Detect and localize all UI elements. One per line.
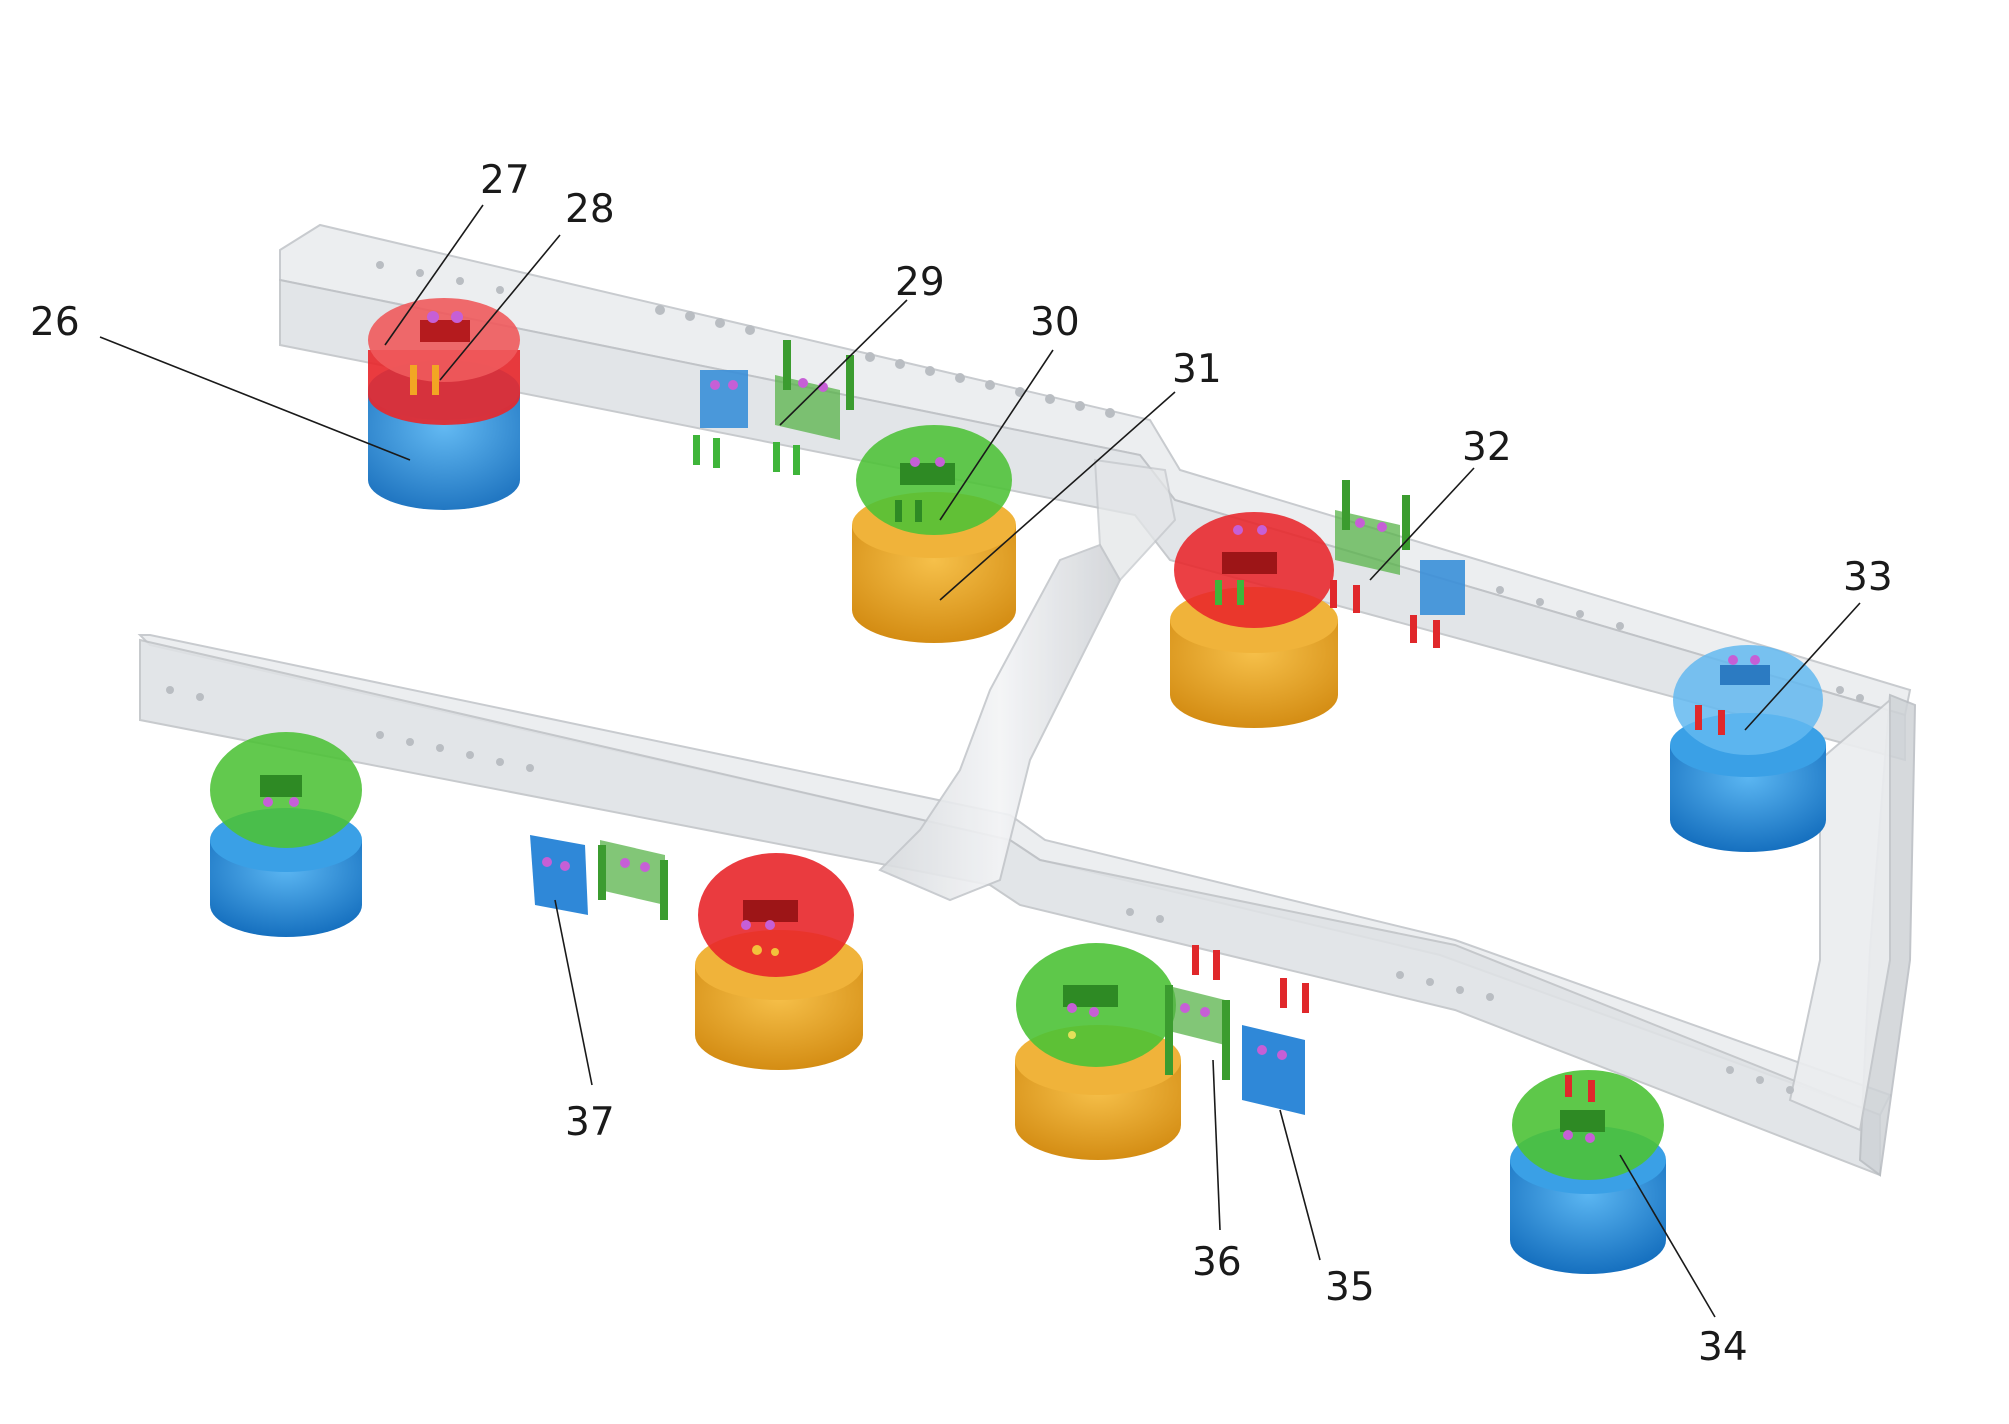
callout-26: 26 [30,300,80,345]
fixture-green-orange-front-right [1015,943,1181,1160]
leader-33 [1744,602,1861,731]
leader-34 [1619,1154,1716,1318]
chassis-frame [137,223,1917,1177]
callout-27: 27 [480,158,530,203]
fixture-37-brackets [530,835,668,920]
callout-33: 33 [1843,555,1893,600]
leader-29 [779,299,908,426]
leader-30 [939,349,1054,521]
fixture-green-blue-front-far-right [1510,1070,1666,1274]
center-cross-member-gusset [1093,458,1177,582]
leader-31 [939,391,1176,601]
callout-34: 34 [1698,1325,1748,1370]
fixture-green-blue-front-left [210,732,362,937]
rear-cross-member-face [1788,697,1891,1132]
leader-36 [1212,1059,1221,1231]
upper-rail-holes [376,261,1864,702]
leader-26 [99,336,411,461]
callout-28: 28 [565,187,615,232]
callout-labels: 26 27 28 29 30 31 32 33 34 35 36 37 [30,158,1893,1370]
fixture-red-orange-front-center [695,853,863,1070]
callout-35: 35 [1325,1265,1375,1310]
callout-36: 36 [1192,1240,1242,1285]
fixture-35-36-brackets [1165,945,1309,1115]
callout-29: 29 [895,260,945,305]
leader-32 [1369,467,1475,581]
upper-rail-web [279,278,1906,762]
callout-32: 32 [1462,425,1512,470]
callout-37: 37 [565,1100,615,1145]
leader-37 [554,899,593,1086]
fixture-blue-back-far-right [1670,645,1826,852]
fixture-green-orange-back-center [852,425,1016,643]
callout-30: 30 [1030,300,1080,345]
fixture-red-blue-back-left [368,298,520,510]
leader-27 [384,204,484,346]
fixture-29-brackets [693,340,854,475]
callout-31: 31 [1172,347,1222,392]
leader-35 [1279,1109,1321,1261]
leader-lines [99,204,1861,1318]
leader-28 [439,234,561,381]
lower-rail-holes [166,686,1794,1094]
fixture-red-orange-back-right [1170,480,1465,728]
